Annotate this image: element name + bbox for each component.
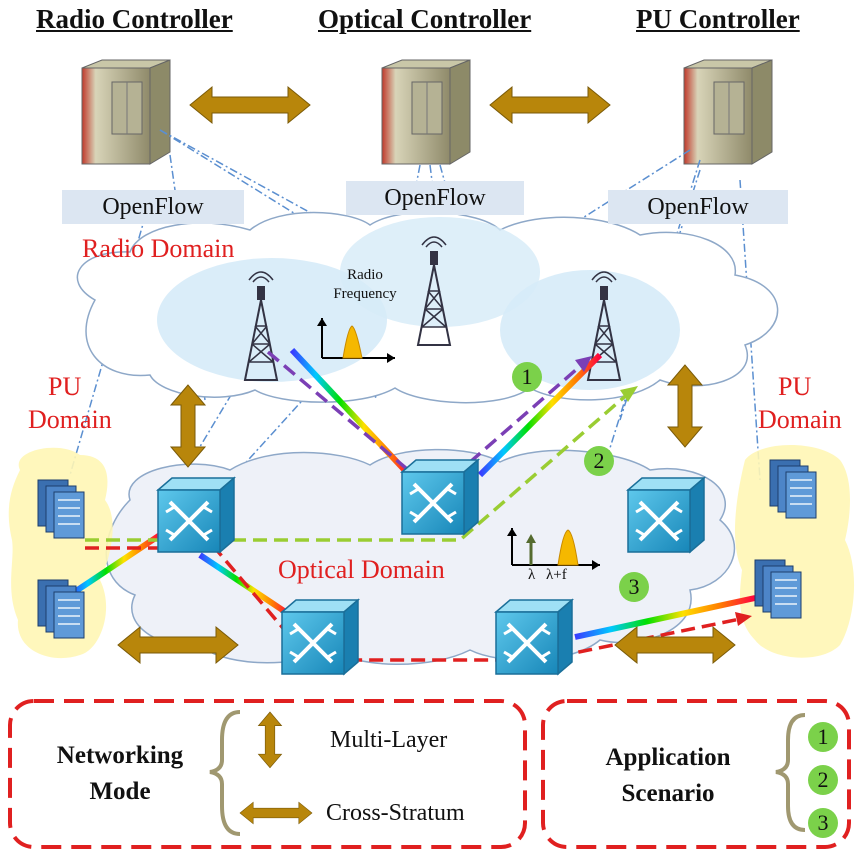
optical-controller-title: Optical Controller: [318, 4, 532, 34]
radio-frequency-label: Radio Frequency: [320, 266, 410, 304]
radio-frequency-plot: [317, 318, 395, 363]
pu-optical-arrow-right: [614, 626, 736, 664]
controller-arrow-right: [489, 86, 611, 124]
legend-brace-left: [209, 710, 241, 836]
scenario-marker-3: 3: [619, 572, 649, 602]
legend-cross-stratum-label: Cross-Stratum: [326, 800, 465, 826]
wavelength-label-lambda: λ: [528, 567, 536, 583]
scenario-marker-1: 1: [512, 362, 542, 392]
optical-switch-1-icon: [156, 476, 236, 554]
networking-mode-box: [8, 699, 527, 849]
pu-domain-left-label-1: PU: [48, 372, 82, 401]
optical-domain-label: Optical Domain: [278, 555, 445, 584]
legend-networking-mode: Networking Mode: [30, 738, 210, 810]
legend-scenario-3: 3: [808, 808, 838, 838]
legend-networking-mode-line-2: Mode: [89, 778, 151, 805]
optical-controller-icon: [381, 59, 471, 165]
legend-networking-mode-line-1: Networking: [56, 742, 184, 769]
legend-scenario-2: 2: [808, 765, 838, 795]
radio-frequency-line-1: Radio: [347, 267, 383, 283]
optical-switch-4-icon: [280, 598, 360, 676]
scenario-2-path: [85, 386, 638, 542]
legend-application-scenario-line-2: Scenario: [621, 780, 715, 807]
controller-arrow-left: [189, 86, 311, 124]
optical-switch-5-icon: [494, 598, 574, 676]
openflow-label-radio: OpenFlow: [62, 190, 244, 224]
pu-radio-arrow-left: [170, 384, 206, 468]
openflow-label-optical: OpenFlow: [346, 181, 524, 215]
pu-domain-left-label-2: Domain: [28, 405, 112, 434]
pu-domain-right-label-1: PU: [778, 372, 812, 401]
radio-cell-left: [157, 258, 387, 382]
legend-application-scenario: Application Scenario: [568, 740, 768, 812]
optical-switch-2-icon: [400, 458, 480, 536]
radio-controller-title: Radio Controller: [36, 4, 233, 34]
wavelength-plot: [507, 528, 600, 570]
scenario-marker-2: 2: [584, 446, 614, 476]
pu-domain-right-label-2: Domain: [758, 405, 842, 434]
legend-multi-layer-label: Multi-Layer: [330, 727, 448, 753]
pu-controller-icon: [683, 59, 773, 165]
pu-controller-title: PU Controller: [636, 4, 800, 34]
radio-domain-label: Radio Domain: [82, 234, 235, 263]
radio-cell-right: [500, 270, 680, 390]
optical-switch-3-icon: [626, 476, 706, 554]
radio-frequency-line-2: Frequency: [333, 286, 397, 302]
legend-application-scenario-line-1: Application: [605, 744, 731, 771]
application-scenario-box: [541, 699, 851, 849]
pu-domain-left-blob: [8, 447, 113, 659]
legend-scenario-1: 1: [808, 722, 838, 752]
radio-controller-icon: [81, 59, 171, 165]
openflow-label-pu: OpenFlow: [608, 190, 788, 224]
radio-cell-center: [340, 217, 540, 327]
wavelength-label-lambda-f: λ+f: [546, 567, 567, 583]
legend-brace-right: [775, 713, 806, 832]
